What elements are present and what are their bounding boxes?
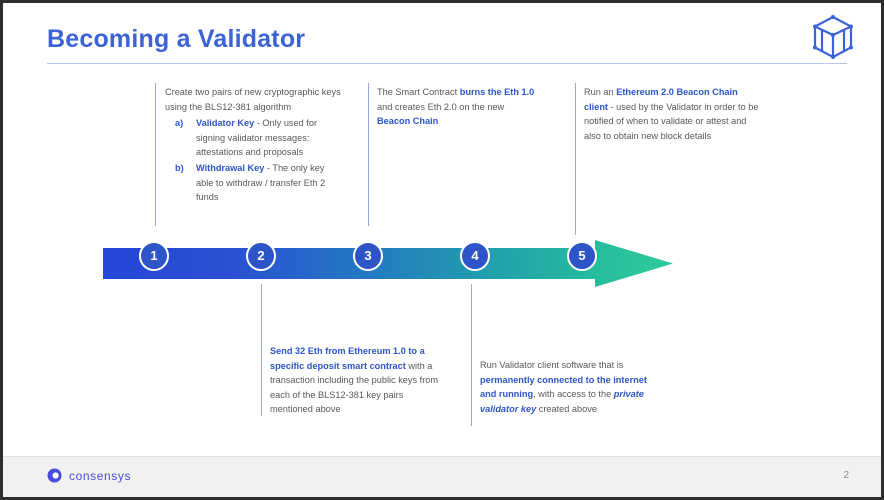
step4-part1: Run Validator client software that is <box>480 360 624 370</box>
step5-part2: Ethereum 2.0 Beacon Chain client <box>584 87 738 112</box>
step3-part2: burns the Eth 1.0 <box>459 87 535 97</box>
timeline-step-4[interactable]: 4 <box>460 241 490 271</box>
step2-part2: with a transaction including the public … <box>270 360 439 415</box>
step5-part3: - used by the Validator in order to be n… <box>584 101 759 141</box>
footer-logo: consensys <box>47 468 131 483</box>
timeline-step-5[interactable]: 5 <box>567 241 597 271</box>
list-term: Withdrawal Key <box>196 162 265 173</box>
step4-part2: permanently connected to the internet an… <box>480 374 647 400</box>
list-item: b) Withdrawal Key - The only key able to … <box>165 161 343 205</box>
text-block-step-1: Create two pairs of new cryptographic ke… <box>165 85 343 205</box>
connector-rule-step4 <box>471 284 472 426</box>
step2-part1: Send 32 Eth from Ethereum 1.0 to a speci… <box>270 346 425 371</box>
page-title: Becoming a Validator <box>47 25 306 53</box>
step4-part3: , with access to the <box>533 389 614 400</box>
text-block-step-5: Run an Ethereum 2.0 Beacon Chain client … <box>584 85 762 143</box>
step3-part4: Beacon Chain <box>377 116 439 127</box>
step3-part1: The Smart Contract <box>377 87 460 97</box>
list-term: Validator Key <box>196 118 255 129</box>
timeline-step-2[interactable]: 2 <box>246 241 276 271</box>
step1-intro: Create two pairs of new cryptographic ke… <box>165 87 341 112</box>
step3-part3: and creates Eth 2.0 on the new <box>377 101 505 112</box>
footer-brand-name: consensys <box>69 468 132 483</box>
connector-rule-step5 <box>575 83 576 235</box>
list-item: a) Validator Key - Only used for signing … <box>165 116 343 160</box>
connector-rule-step2 <box>261 284 262 416</box>
step4-part4: private validator key <box>480 389 644 414</box>
list-marker: b) <box>175 162 184 173</box>
connector-rule-step3 <box>368 83 369 226</box>
list-marker: a) <box>175 118 184 129</box>
step4-part5: created above <box>536 403 597 414</box>
footer-bar: consensys 2 <box>3 456 881 497</box>
cube-logo-icon <box>807 11 859 61</box>
connector-rule-step1 <box>155 83 156 226</box>
timeline-arrow <box>103 240 673 287</box>
list-rest: - Only used for signing validator messag… <box>196 118 318 158</box>
step5-part1: Run an <box>584 87 617 97</box>
consensys-mark-icon <box>47 468 62 483</box>
text-block-step-4: Run Validator client software that is pe… <box>480 358 648 416</box>
list-rest: - The only key able to withdraw / transf… <box>196 162 326 203</box>
step1-sublist: a) Validator Key - Only used for signing … <box>165 116 343 205</box>
title-divider <box>47 63 847 64</box>
timeline-step-3[interactable]: 3 <box>353 241 383 271</box>
text-block-step-2: Send 32 Eth from Ethereum 1.0 to a speci… <box>270 344 448 417</box>
timeline-step-1[interactable]: 1 <box>139 241 169 271</box>
page-number: 2 <box>843 470 849 481</box>
text-block-step-3: The Smart Contract burns the Eth 1.0 and… <box>377 85 539 129</box>
